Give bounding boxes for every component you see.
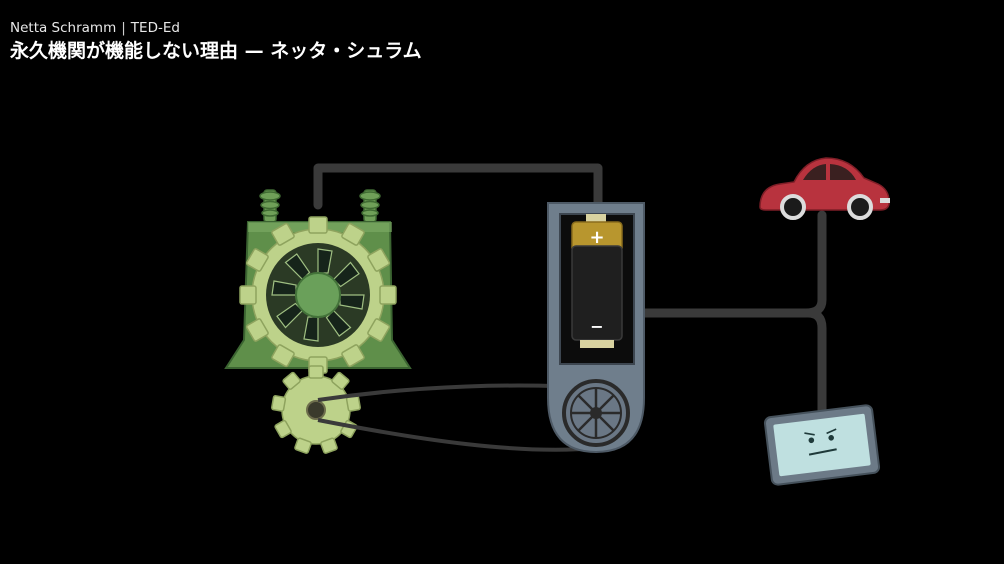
- presenter-name[interactable]: Netta Schramm: [10, 20, 117, 36]
- battery-positive-label: +: [589, 227, 604, 248]
- gear-icon: [271, 365, 361, 454]
- video-title[interactable]: 永久機関が機能しない理由 — ネッタ・シュラム: [10, 40, 422, 62]
- battery-negative-label: −: [590, 317, 603, 336]
- wires: [313, 163, 827, 425]
- channel-line: Netta Schramm|TED-Ed: [10, 19, 422, 37]
- tablet-sad-face-icon: [763, 404, 881, 486]
- pulley-wheel-icon: [562, 379, 630, 447]
- wire-battery-to-branch: [640, 210, 827, 318]
- generator-gear: [239, 216, 397, 374]
- car-wheel-front: [780, 194, 806, 220]
- car-icon: [759, 157, 890, 220]
- channel-name[interactable]: TED-Ed: [130, 20, 180, 36]
- insulator-left: [259, 189, 281, 223]
- video-header: Netta Schramm|TED-Ed 永久機関が機能しない理由 — ネッタ・…: [10, 19, 422, 65]
- generator-icon: [224, 189, 412, 374]
- wire-generator-to-battery: [313, 163, 603, 210]
- car-wheel-rear: [847, 194, 873, 220]
- battery-icon: + −: [571, 214, 623, 348]
- channel-separator: |: [121, 20, 126, 36]
- insulator-right: [359, 189, 381, 223]
- wire-branch-to-tablet: [803, 308, 827, 425]
